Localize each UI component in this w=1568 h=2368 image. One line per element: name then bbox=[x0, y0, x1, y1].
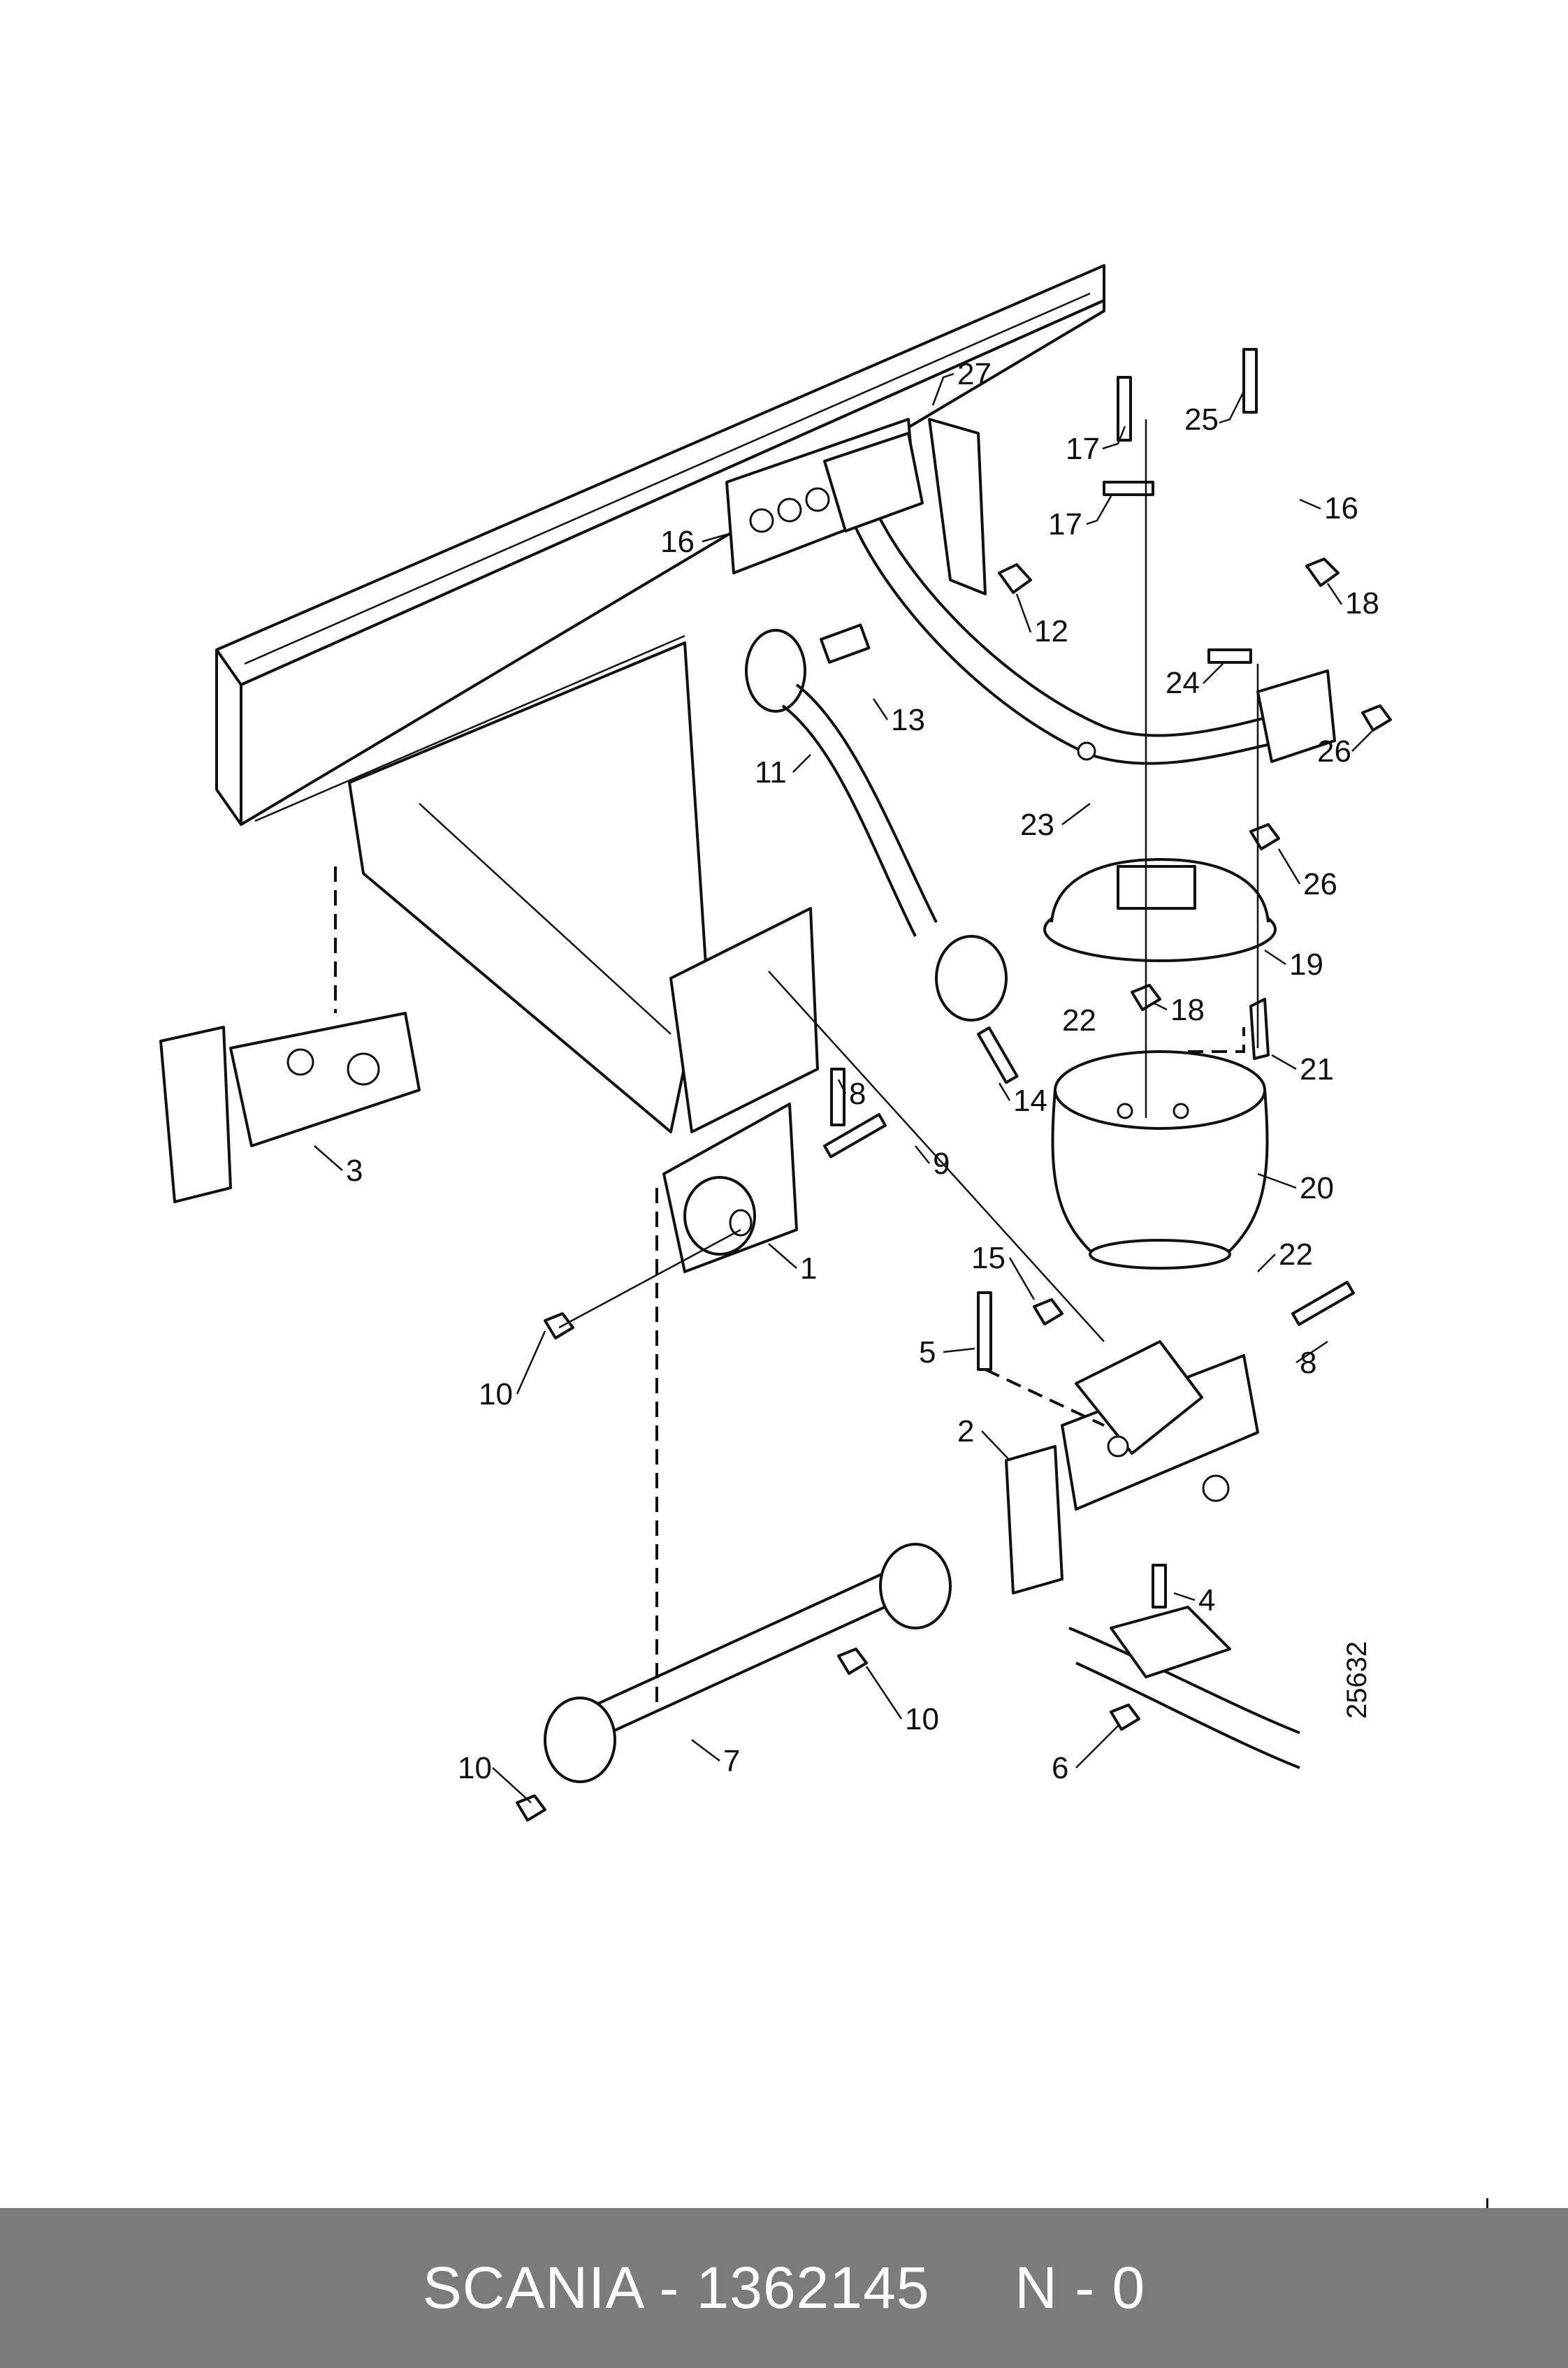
footer-banner: SCANIA - 1362145 N - 0 bbox=[0, 2208, 1568, 2368]
callout-10: 10 bbox=[905, 1702, 939, 1736]
part-2-bracket bbox=[1005, 1340, 1259, 1595]
callouts: 27 25 17 17 16 16 18 12 13 11 24 26 23 2… bbox=[346, 357, 1379, 1785]
callout-7: 7 bbox=[723, 1744, 740, 1778]
callout-4: 4 bbox=[1198, 1583, 1215, 1618]
callout-16: 16 bbox=[660, 525, 695, 559]
callout-15: 15 bbox=[971, 1241, 1006, 1275]
callout-18: 18 bbox=[1345, 586, 1379, 620]
callout-13: 13 bbox=[891, 703, 925, 737]
callout-26: 26 bbox=[1317, 734, 1351, 769]
callout-5: 5 bbox=[919, 1335, 936, 1370]
callout-22: 22 bbox=[1062, 1003, 1096, 1038]
leader-lines bbox=[314, 372, 1374, 1803]
callout-9: 9 bbox=[933, 1147, 950, 1181]
callout-1: 1 bbox=[800, 1251, 817, 1286]
callout-10: 10 bbox=[479, 1377, 513, 1411]
alignment-lines bbox=[334, 419, 1259, 1712]
fasteners bbox=[516, 348, 1392, 1822]
callout-14: 14 bbox=[1013, 1084, 1047, 1118]
callout-27: 27 bbox=[957, 357, 992, 391]
part-23-bar bbox=[823, 418, 1336, 765]
callout-21: 21 bbox=[1300, 1052, 1334, 1087]
callout-20: 20 bbox=[1300, 1171, 1334, 1205]
callout-2: 2 bbox=[957, 1414, 974, 1448]
part-11-rod bbox=[745, 623, 1008, 1022]
crossmember bbox=[348, 641, 819, 1133]
page-tick-mark bbox=[1486, 2198, 1488, 2208]
air-spring bbox=[1043, 858, 1277, 1270]
footer-part-number: SCANIA - 1362145 N - 0 bbox=[422, 2255, 1146, 2320]
callout-24: 24 bbox=[1166, 666, 1200, 700]
callout-10: 10 bbox=[458, 1751, 492, 1785]
callout-26: 26 bbox=[1303, 867, 1337, 901]
axle-beam bbox=[1068, 1606, 1300, 1769]
callout-18: 18 bbox=[1170, 993, 1205, 1027]
callout-3: 3 bbox=[346, 1154, 363, 1188]
callout-17: 17 bbox=[1048, 507, 1082, 542]
callout-25: 25 bbox=[1184, 402, 1219, 437]
callout-23: 23 bbox=[1020, 808, 1054, 842]
part-1-mount bbox=[662, 1103, 798, 1273]
callout-6: 6 bbox=[1052, 1751, 1068, 1785]
exploded-suspension-diagram: 27 25 17 17 16 16 18 12 13 11 24 26 23 2… bbox=[159, 264, 1392, 1822]
callout-16: 16 bbox=[1324, 491, 1358, 525]
callout-19: 19 bbox=[1289, 947, 1323, 982]
callout-22: 22 bbox=[1279, 1237, 1313, 1272]
callout-17: 17 bbox=[1066, 432, 1100, 466]
drawing-reference-number: 25632 bbox=[1342, 1641, 1372, 1719]
part-3-bracket bbox=[159, 1012, 421, 1203]
callout-12: 12 bbox=[1034, 614, 1068, 648]
part-7-rod bbox=[544, 1543, 952, 1783]
callout-11: 11 bbox=[755, 755, 787, 790]
callout-8: 8 bbox=[849, 1077, 866, 1111]
